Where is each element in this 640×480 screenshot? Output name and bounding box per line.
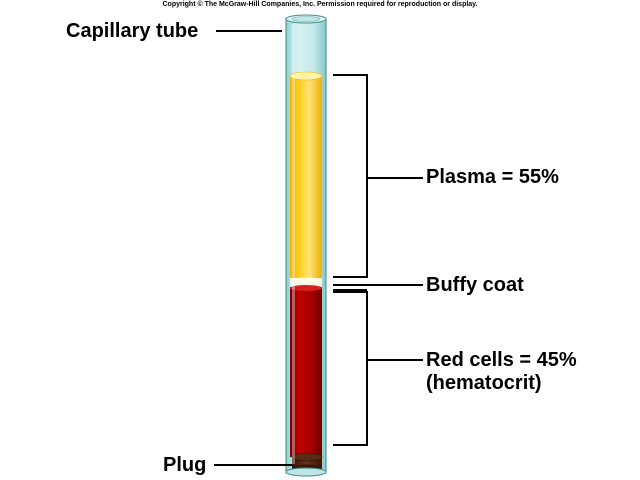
label-plug: Plug (163, 454, 207, 476)
plasma-meniscus (289, 71, 323, 81)
plasma-column (290, 76, 322, 278)
plug-top (291, 452, 323, 462)
label-red-cells: Red cells = 45% (426, 349, 577, 371)
label-plasma: Plasma = 55% (426, 166, 559, 188)
plasma-layer (289, 71, 323, 278)
red-cells-bracket (333, 291, 368, 446)
tube-highlight (292, 24, 295, 464)
plasma-bracket (333, 74, 368, 278)
tube-bottom (285, 467, 327, 477)
red-cells-layer (290, 285, 322, 457)
copyright-notice: Copyright © The McGraw-Hill Companies, I… (162, 1, 478, 8)
label-hematocrit: (hematocrit) (426, 372, 542, 394)
label-buffy-coat: Buffy coat (426, 274, 524, 296)
buffy-coat-edge (290, 277, 322, 283)
label-capillary-tube: Capillary tube (66, 20, 199, 42)
buffy-coat-layer (290, 277, 322, 287)
red-cells-top (290, 285, 322, 291)
red-cells-column (290, 287, 322, 457)
tube-top-inner (291, 16, 321, 22)
